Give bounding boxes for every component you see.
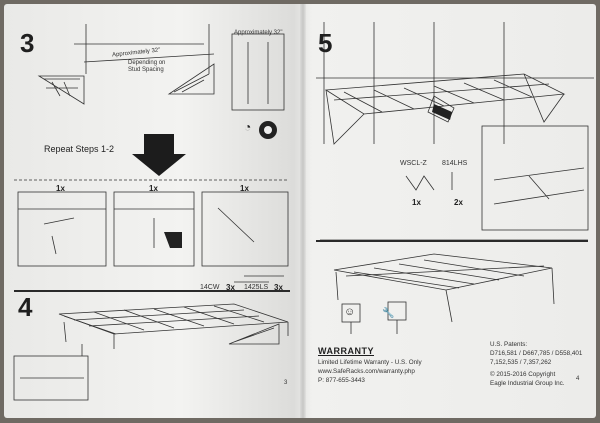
divider-left bbox=[14, 290, 290, 292]
warranty-url[interactable]: www.SafeRacks.com/warranty.php bbox=[318, 368, 415, 375]
screw-b-qty: 3x bbox=[274, 283, 283, 292]
step-5-number: 5 bbox=[318, 28, 333, 58]
stud-note-2: Stud Spacing bbox=[128, 67, 164, 73]
divider-right bbox=[316, 240, 588, 242]
bracket-step4 bbox=[228, 323, 280, 345]
hook-qty: 2x bbox=[454, 198, 463, 207]
center-fold bbox=[300, 4, 306, 418]
bracket-left bbox=[37, 75, 85, 105]
copyright-line-1: © 2015-2016 Copyright bbox=[490, 371, 556, 378]
patents-title: U.S. Patents: bbox=[490, 341, 528, 348]
warranty-line-1: Limited Lifetime Warranty - U.S. Only bbox=[318, 359, 422, 366]
wrench-icon: 🔧 bbox=[382, 308, 395, 319]
step-4-number: 4 bbox=[18, 292, 33, 322]
copyright-line-2: Eagle Industrial Group Inc. bbox=[490, 380, 565, 387]
bracket-right bbox=[167, 63, 215, 95]
qty-panel-3: 1x bbox=[240, 184, 249, 193]
qty-panel-1: 1x bbox=[56, 184, 65, 193]
patents-line-1: D716,581 / D667,785 / D558,401 bbox=[490, 350, 583, 357]
shelf-final bbox=[333, 253, 553, 291]
shelf-step5 bbox=[324, 73, 566, 115]
repeat-steps-note: Repeat Steps 1-2 bbox=[44, 144, 115, 154]
tape-measure-icon: ◔ bbox=[244, 120, 252, 134]
drill-outline bbox=[427, 95, 455, 123]
screw-a-label: 14CW bbox=[200, 284, 220, 291]
stud-note-1: Depending on bbox=[128, 60, 166, 66]
page-number-left: 3 bbox=[284, 380, 288, 386]
step-3-number: 3 bbox=[20, 28, 35, 58]
warranty-title: WARRANTY bbox=[318, 346, 374, 356]
instruction-sheet: 3 4 5 Approximately 32" Depending on Stu… bbox=[4, 4, 596, 418]
hook-label: 814LHS bbox=[442, 160, 468, 167]
down-arrow-shape bbox=[132, 134, 186, 176]
clip-label: WSCL-Z bbox=[400, 160, 427, 167]
qty-panel-2: 1x bbox=[149, 184, 158, 193]
screw-b-label: 1425LS bbox=[244, 284, 269, 291]
inset-spacing-note: Approximately 32" bbox=[234, 30, 283, 36]
line-art bbox=[13, 22, 594, 401]
page-number-right: 4 bbox=[576, 376, 580, 382]
cartoon-helper-icon: ☺ bbox=[344, 306, 356, 318]
patents-line-2: 7,152,535 / 7,357,262 bbox=[490, 359, 552, 366]
warranty-phone: P: 877-655-3443 bbox=[318, 377, 365, 384]
clip-qty: 1x bbox=[412, 198, 421, 207]
screw-a-qty: 3x bbox=[226, 283, 235, 292]
